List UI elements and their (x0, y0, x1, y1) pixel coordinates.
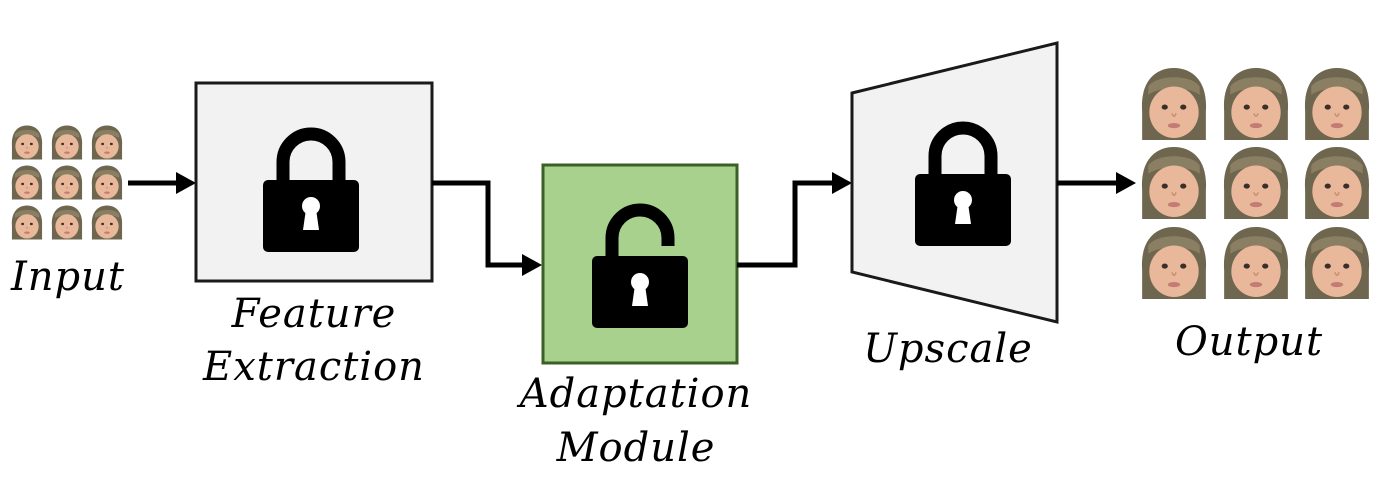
arrow-upscale-to-output (1057, 172, 1136, 194)
input-thumbnail (90, 124, 124, 160)
adaptation-module-label-line2: Module (556, 425, 716, 471)
arrow-input-to-feature (128, 172, 196, 194)
output-thumbnail (1219, 225, 1293, 299)
output-thumbnail (1219, 66, 1293, 140)
arrow-feature-to-adaptation (432, 180, 542, 276)
feature-extraction-label-line1: Feature (231, 291, 397, 337)
output-thumbnail (1137, 225, 1211, 299)
arrow-adaptation-to-upscale (737, 172, 852, 268)
input-thumbnail (10, 124, 44, 160)
output-thumbnail (1137, 66, 1211, 140)
output-image-grid (1137, 66, 1374, 299)
input-label: Input (10, 254, 125, 300)
input-image-grid (10, 124, 124, 240)
input-thumbnail (90, 164, 124, 200)
output-thumbnail (1137, 145, 1211, 219)
input-thumbnail (50, 204, 84, 240)
upscale-label: Upscale (863, 326, 1033, 372)
input-thumbnail (50, 124, 84, 160)
input-thumbnail (10, 164, 44, 200)
feature-extraction-label-line2: Extraction (202, 344, 425, 390)
output-thumbnail (1219, 145, 1293, 219)
output-thumbnail (1300, 145, 1374, 219)
input-thumbnail (90, 204, 124, 240)
output-label: Output (1175, 319, 1323, 365)
adaptation-module-label-line1: Adaptation (516, 371, 753, 417)
output-thumbnail (1300, 66, 1374, 140)
input-thumbnail (10, 204, 44, 240)
input-thumbnail (50, 164, 84, 200)
output-thumbnail (1300, 225, 1374, 299)
